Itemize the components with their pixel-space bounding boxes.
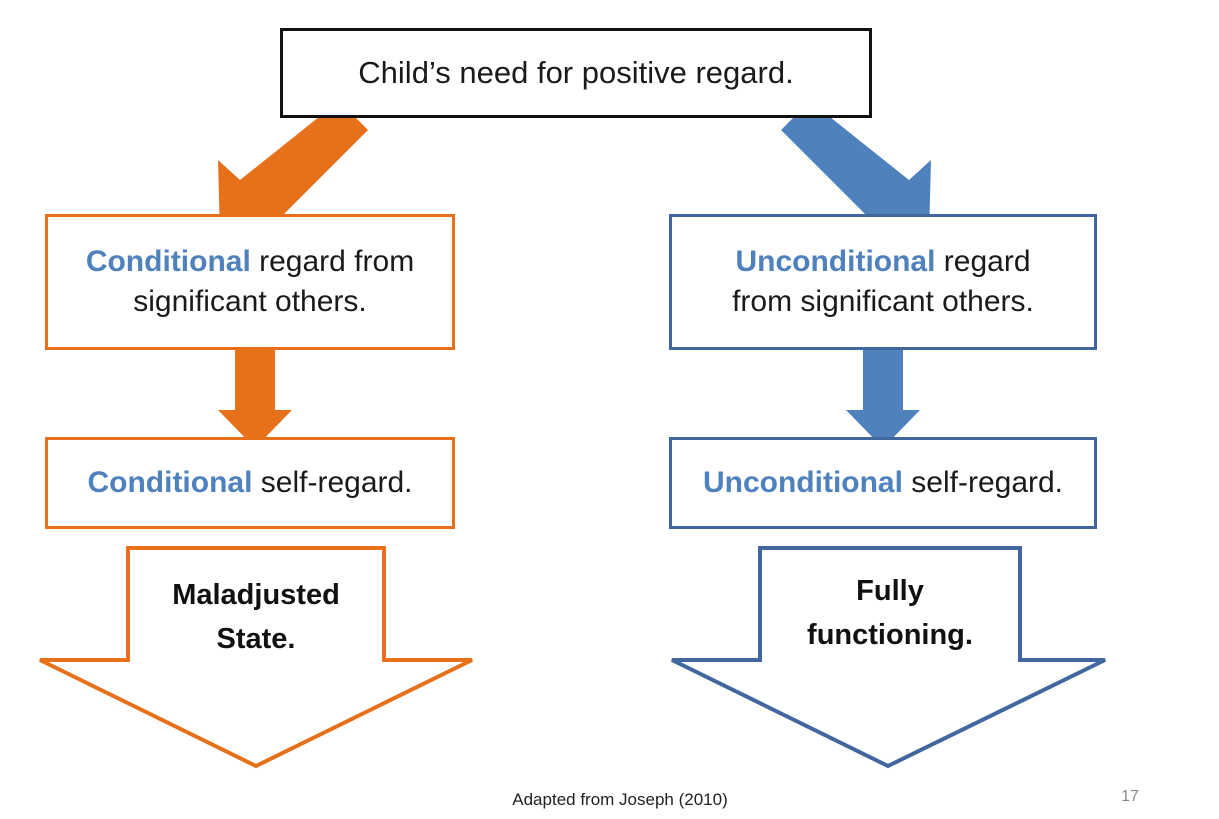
- conditional-self-regard-keyword: Conditional: [87, 465, 253, 499]
- arrow-conditional-down: [218, 332, 292, 448]
- fully-functioning-label: Fully functioning.: [760, 570, 1020, 657]
- unconditional-self-regard-rest: self-regard.: [902, 465, 1064, 499]
- arrow-top-to-conditional: [218, 101, 368, 240]
- conditional-self-regard-rest: self-regard.: [252, 465, 413, 499]
- need-for-positive-regard-box: Child’s need for positive regard.: [280, 28, 872, 118]
- maladjusted-line1: Maladjusted: [172, 579, 340, 611]
- maladjusted-line2: State.: [216, 622, 296, 655]
- conditional-regard-keyword: Conditional: [85, 244, 251, 278]
- outcome-arrow-fully-functioning: [671, 546, 1106, 769]
- page-number: 17: [1121, 788, 1139, 805]
- conditional-regard-text: Conditional regard from significant othe…: [86, 242, 414, 323]
- unconditional-self-regard-box: Unconditional self-regard.: [669, 437, 1097, 529]
- unconditional-regard-text: Unconditional regard from significant ot…: [732, 242, 1034, 323]
- unconditional-regard-keyword: Unconditional: [735, 244, 936, 278]
- conditional-self-regard-box: Conditional self-regard.: [45, 437, 455, 529]
- source-caption: Adapted from Joseph (2010): [512, 790, 728, 809]
- conditional-self-regard-text: Conditional self-regard.: [87, 463, 412, 504]
- arrow-top-to-unconditional: [781, 101, 931, 240]
- unconditional-self-regard-text: Unconditional self-regard.: [703, 463, 1063, 504]
- conditional-regard-line2: significant others.: [133, 285, 367, 318]
- arrow-unconditional-down: [846, 332, 920, 448]
- fully-functioning-line1: Fully: [856, 575, 924, 607]
- unconditional-self-regard-keyword: Unconditional: [702, 465, 903, 499]
- fully-functioning-line2: functioning.: [807, 618, 973, 651]
- conditional-regard-box: Conditional regard from significant othe…: [45, 214, 455, 350]
- unconditional-regard-box: Unconditional regard from significant ot…: [669, 214, 1097, 350]
- unconditional-regard-line2: from significant others.: [732, 285, 1034, 318]
- unconditional-regard-rest: regard: [935, 244, 1031, 278]
- conditional-regard-rest: regard from: [250, 244, 415, 278]
- outcome-arrow-maladjusted: [39, 546, 473, 769]
- need-for-positive-regard-text: Child’s need for positive regard.: [358, 55, 794, 91]
- maladjusted-state-label: Maladjusted State.: [128, 574, 384, 661]
